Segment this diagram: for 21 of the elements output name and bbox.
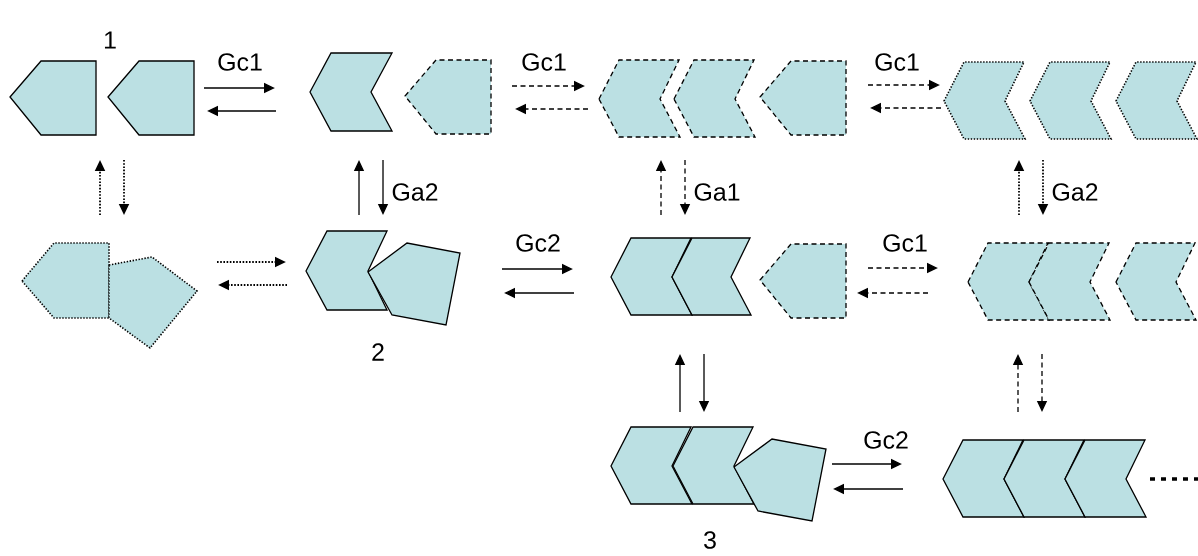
assembly-drawing bbox=[943, 61, 1198, 140]
edge-label: Gc1 bbox=[218, 53, 262, 71]
state-number: 1 bbox=[104, 31, 116, 49]
assembly-drawing bbox=[942, 439, 1198, 518]
assembly-drawing bbox=[9, 60, 195, 136]
edge-label: Gc1 bbox=[522, 53, 566, 71]
state-number: 3 bbox=[704, 531, 716, 549]
edge-label: Gc2 bbox=[516, 234, 560, 252]
edge-label: Ga2 bbox=[1052, 183, 1098, 201]
assembly-drawing bbox=[610, 237, 847, 319]
assembly-drawing bbox=[967, 242, 1198, 321]
assembly-drawing bbox=[610, 426, 827, 522]
assembly-drawing bbox=[598, 59, 847, 138]
assembly-drawing bbox=[305, 230, 461, 326]
edge-label: Gc1 bbox=[883, 234, 927, 252]
edge-label: Gc2 bbox=[864, 431, 908, 449]
edge-label: Ga2 bbox=[392, 183, 438, 201]
state-number: 2 bbox=[372, 343, 384, 361]
assembly-drawing bbox=[309, 52, 492, 135]
edge-label: Ga1 bbox=[694, 183, 740, 201]
edge-label: Gc1 bbox=[875, 53, 919, 71]
